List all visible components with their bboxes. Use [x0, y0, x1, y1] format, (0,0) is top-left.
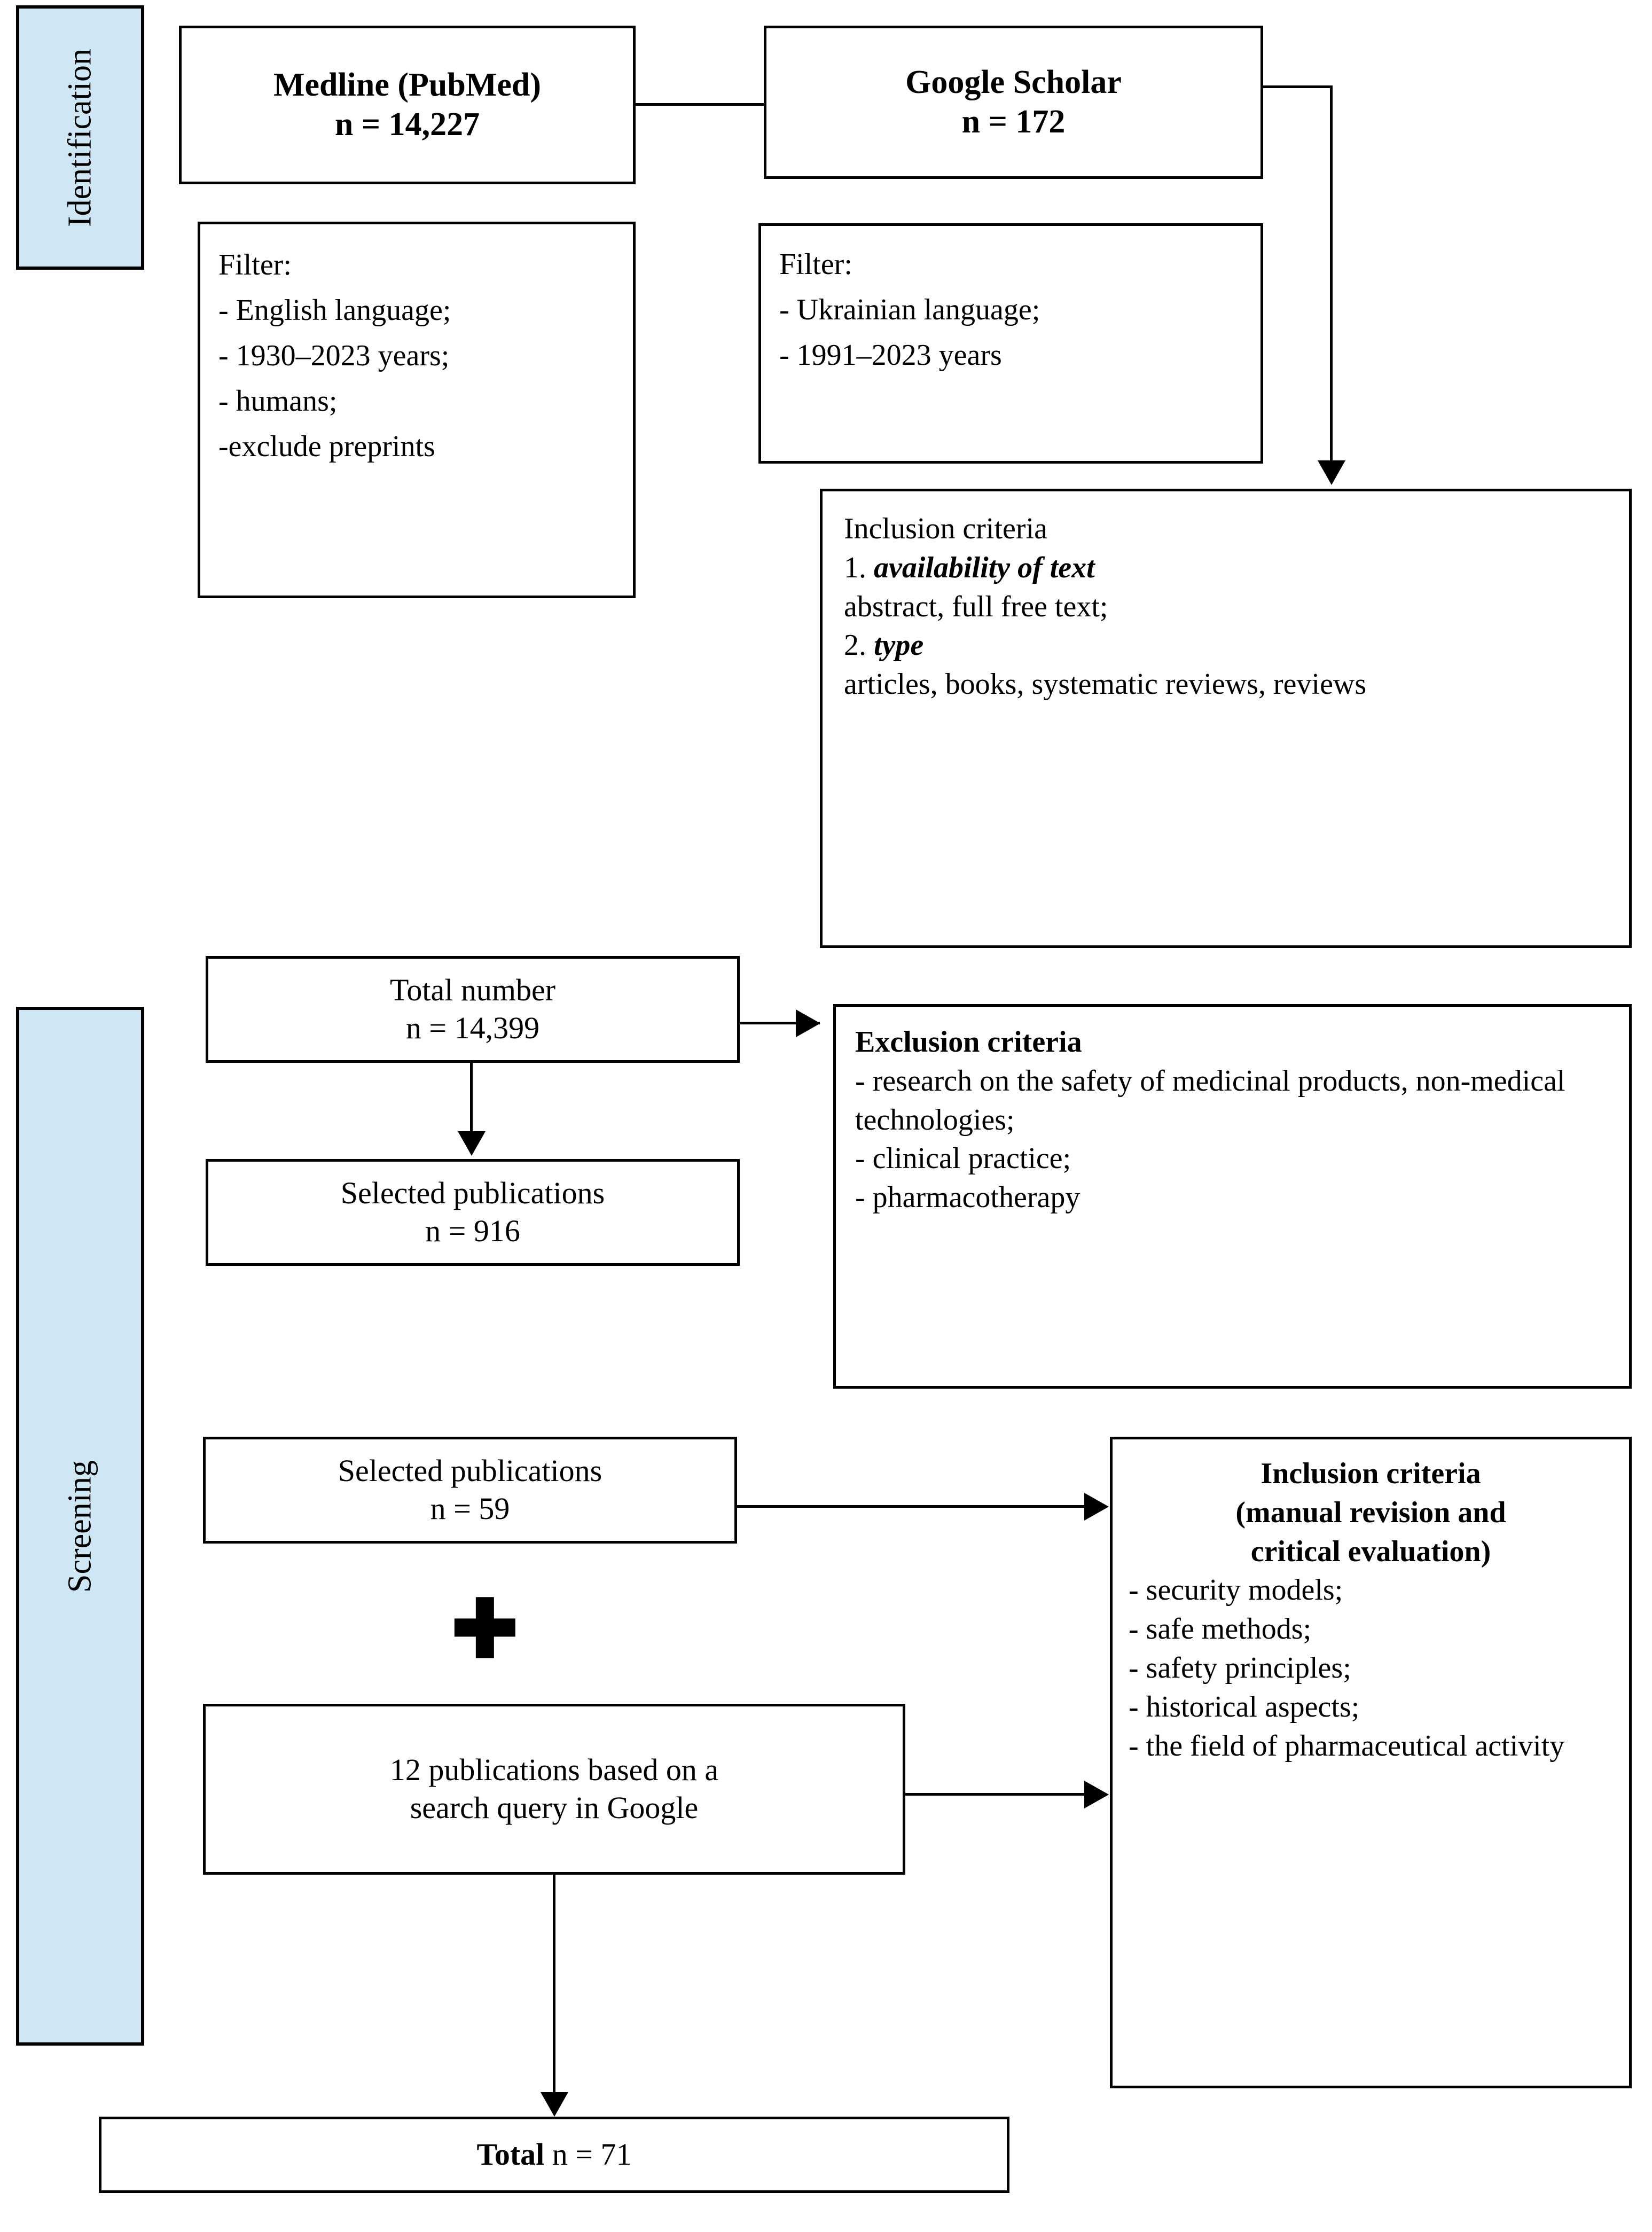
inclusion-bottom-item-0: - security models; [1129, 1573, 1343, 1607]
inclusion-top-item2-number: 2. [844, 629, 866, 662]
inclusion-bottom-item-4: - the field of pharmaceutical activity [1129, 1729, 1565, 1763]
google12-line1: 12 publications based on a [389, 1752, 719, 1788]
total-final-count: n = 71 [544, 2137, 632, 2172]
phase-band-identification: Identification [16, 5, 144, 270]
exclusion-criteria-item-1: - clinical practice; [855, 1142, 1071, 1176]
connector-selected59-to-inclusion [737, 1505, 1084, 1508]
medline-source-name: Medline (PubMed) [273, 67, 542, 104]
arrowhead-selected59-to-inclusion [1084, 1493, 1109, 1521]
filter-medline-item-1: - 1930–2023 years; [218, 339, 450, 373]
google-scholar-source-name: Google Scholar [905, 64, 1122, 101]
filter-scholar-title: Filter: [779, 248, 852, 281]
box-inclusion-criteria-top: Inclusion criteria 1. availability of te… [820, 489, 1632, 948]
google12-line2: search query in Google [410, 1790, 699, 1825]
connector-medline-to-scholar [635, 103, 765, 106]
connector-scholar-right-stub [1260, 85, 1333, 88]
box-total-number: Total number n = 14,399 [206, 956, 740, 1063]
connector-google12-to-total [553, 1875, 555, 2094]
plus-icon: ✚ [451, 1584, 519, 1674]
selected59-count: n = 59 [430, 1491, 510, 1526]
arrowhead-to-total-final [541, 2092, 568, 2117]
total-final-text: Total n = 71 [476, 2136, 631, 2174]
box-filter-google-scholar: Filter: - Ukrainian language; - 1991–202… [758, 223, 1263, 464]
selected59-label: Selected publications [338, 1453, 602, 1489]
exclusion-criteria-item-2: - pharmacotherapy [855, 1181, 1081, 1215]
exclusion-criteria-item-0: - research on the safety of medicinal pr… [855, 1064, 1565, 1137]
selected916-count: n = 916 [425, 1213, 520, 1248]
connector-scholar-down [1330, 85, 1333, 465]
medline-count: n = 14,227 [334, 106, 480, 143]
filter-scholar-item-0: - Ukrainian language; [779, 293, 1040, 327]
box-selected-publications-59: Selected publications n = 59 [203, 1437, 737, 1544]
connector-google12-to-inclusion [904, 1793, 1084, 1796]
inclusion-top-item1-number: 1. [844, 551, 866, 584]
filter-medline-title: Filter: [218, 248, 292, 281]
inclusion-bottom-item-1: - safe methods; [1129, 1612, 1312, 1646]
total-number-count: n = 14,399 [405, 1011, 540, 1045]
inclusion-bottom-title-line2: (manual revision and [1235, 1495, 1506, 1529]
phase-band-identification-label: Identification [61, 48, 98, 227]
phase-band-screening: Screening [16, 1007, 144, 2046]
exclusion-criteria-title: Exclusion criteria [855, 1025, 1082, 1059]
connector-total-to-exclusion [740, 1022, 820, 1024]
filter-scholar-item-1: - 1991–2023 years [779, 339, 1002, 372]
inclusion-top-item2-body: articles, books, systematic reviews, rev… [844, 668, 1367, 701]
phase-band-screening-label: Screening [61, 1460, 98, 1593]
arrowhead-to-exclusion [796, 1009, 820, 1037]
box-filter-medline: Filter: - English language; - 1930–2023 … [198, 222, 636, 598]
box-total-final: Total n = 71 [99, 2117, 1009, 2193]
inclusion-top-item2-emphasis: type [874, 629, 924, 662]
inclusion-bottom-title-line3: critical evaluation) [1250, 1534, 1491, 1568]
arrowhead-to-inclusion-top [1318, 460, 1345, 485]
box-inclusion-criteria-bottom: Inclusion criteria (manual revision and … [1110, 1437, 1632, 2088]
total-number-label: Total number [389, 973, 556, 1008]
total-final-label: Total [476, 2137, 545, 2172]
inclusion-top-title: Inclusion criteria [844, 512, 1047, 545]
connector-total-to-selected916 [470, 1063, 473, 1135]
inclusion-bottom-title-line1: Inclusion criteria [1260, 1457, 1481, 1490]
filter-medline-item-2: - humans; [218, 385, 338, 418]
inclusion-bottom-item-3: - historical aspects; [1129, 1690, 1360, 1724]
filter-medline-item-0: - English language; [218, 294, 451, 327]
inclusion-bottom-item-2: - safety principles; [1129, 1651, 1351, 1685]
inclusion-top-item1-body: abstract, full free text; [844, 590, 1108, 623]
arrowhead-to-selected916 [458, 1131, 486, 1156]
filter-medline-item-3: -exclude preprints [218, 430, 435, 464]
selected916-label: Selected publications [340, 1176, 605, 1211]
box-google-12-publications: 12 publications based on a search query … [203, 1704, 905, 1875]
arrowhead-google12-to-inclusion [1084, 1781, 1109, 1808]
box-medline-pubmed: Medline (PubMed) n = 14,227 [179, 26, 636, 184]
google-scholar-count: n = 172 [961, 103, 1066, 140]
box-google-scholar: Google Scholar n = 172 [764, 26, 1263, 179]
box-exclusion-criteria: Exclusion criteria - research on the saf… [833, 1004, 1632, 1389]
inclusion-top-item1-emphasis: availability of text [874, 551, 1095, 584]
box-selected-publications-916: Selected publications n = 916 [206, 1159, 740, 1266]
